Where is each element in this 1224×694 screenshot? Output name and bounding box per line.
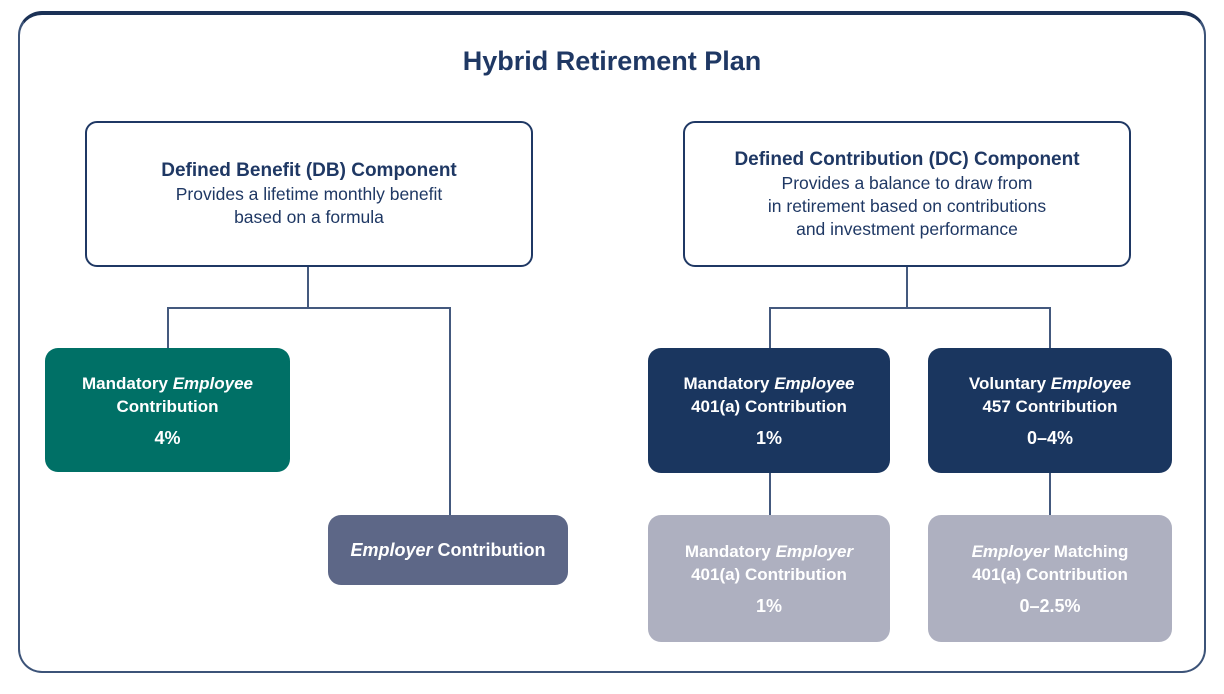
node-label: Employer Contribution (350, 539, 546, 560)
dc-component-desc-line1: Provides a balance to draw from (781, 172, 1033, 193)
voluntary-employee-457-contribution-box: Voluntary Employee 457 Contribution 0–4% (928, 348, 1172, 473)
dc-connector-branch (769, 307, 1050, 309)
dc-component-desc-line2: in retirement based on contributions (767, 195, 1047, 216)
node-label-line2: 401(a) Contribution (691, 397, 847, 416)
dc-connector-457-to-match (1049, 473, 1051, 515)
node-label-line2: 457 Contribution (982, 397, 1118, 416)
node-value: 0–4% (1026, 428, 1074, 448)
node-label: Mandatory Employer (684, 542, 854, 561)
employer-contribution-box: Employer Contribution (328, 515, 568, 585)
node-value: 1% (755, 428, 782, 448)
diagram-title: Hybrid Retirement Plan (462, 46, 762, 76)
node-value: 0–2.5% (1019, 596, 1081, 616)
db-connector-drop-employer (449, 307, 451, 515)
db-component-desc-line1: Provides a lifetime monthly benefit (175, 184, 443, 204)
db-connector-branch (167, 307, 450, 309)
node-label-line2: Contribution (116, 396, 219, 416)
node-label: Voluntary Employee (968, 374, 1132, 393)
db-component-heading: Defined Benefit (DB) Component (161, 160, 457, 181)
dc-component-desc-line3: and investment performance (796, 218, 1018, 239)
node-label: Mandatory Employee (82, 373, 253, 393)
node-label: Employer Matching (971, 542, 1129, 561)
node-label: Mandatory Employee (683, 374, 855, 393)
dc-connector-drop-401a (769, 307, 771, 348)
db-connector-drop-employee (167, 307, 169, 348)
employer-matching-401a-contribution-box: Employer Matching 401(a) Contribution 0–… (928, 515, 1172, 642)
db-component-box: Defined Benefit (DB) Component Provides … (85, 121, 533, 267)
node-label-line2: 401(a) Contribution (691, 565, 847, 584)
mandatory-employee-contribution-box: Mandatory Employee Contribution 4% (45, 348, 290, 472)
mandatory-employer-401a-contribution-box: Mandatory Employer 401(a) Contribution 1… (648, 515, 890, 642)
node-value: 1% (755, 596, 782, 616)
dc-connector-401a-to-employer (769, 473, 771, 515)
db-connector-stem (307, 267, 309, 308)
node-value: 4% (154, 427, 181, 448)
db-component-desc-line2: based on a formula (234, 207, 384, 227)
node-label-line2: 401(a) Contribution (972, 565, 1128, 584)
dc-connector-stem (906, 267, 908, 308)
dc-component-box: Defined Contribution (DC) Component Prov… (683, 121, 1131, 267)
mandatory-employee-401a-contribution-box: Mandatory Employee 401(a) Contribution 1… (648, 348, 890, 473)
dc-connector-drop-457 (1049, 307, 1051, 348)
dc-component-heading: Defined Contribution (DC) Component (734, 148, 1080, 170)
